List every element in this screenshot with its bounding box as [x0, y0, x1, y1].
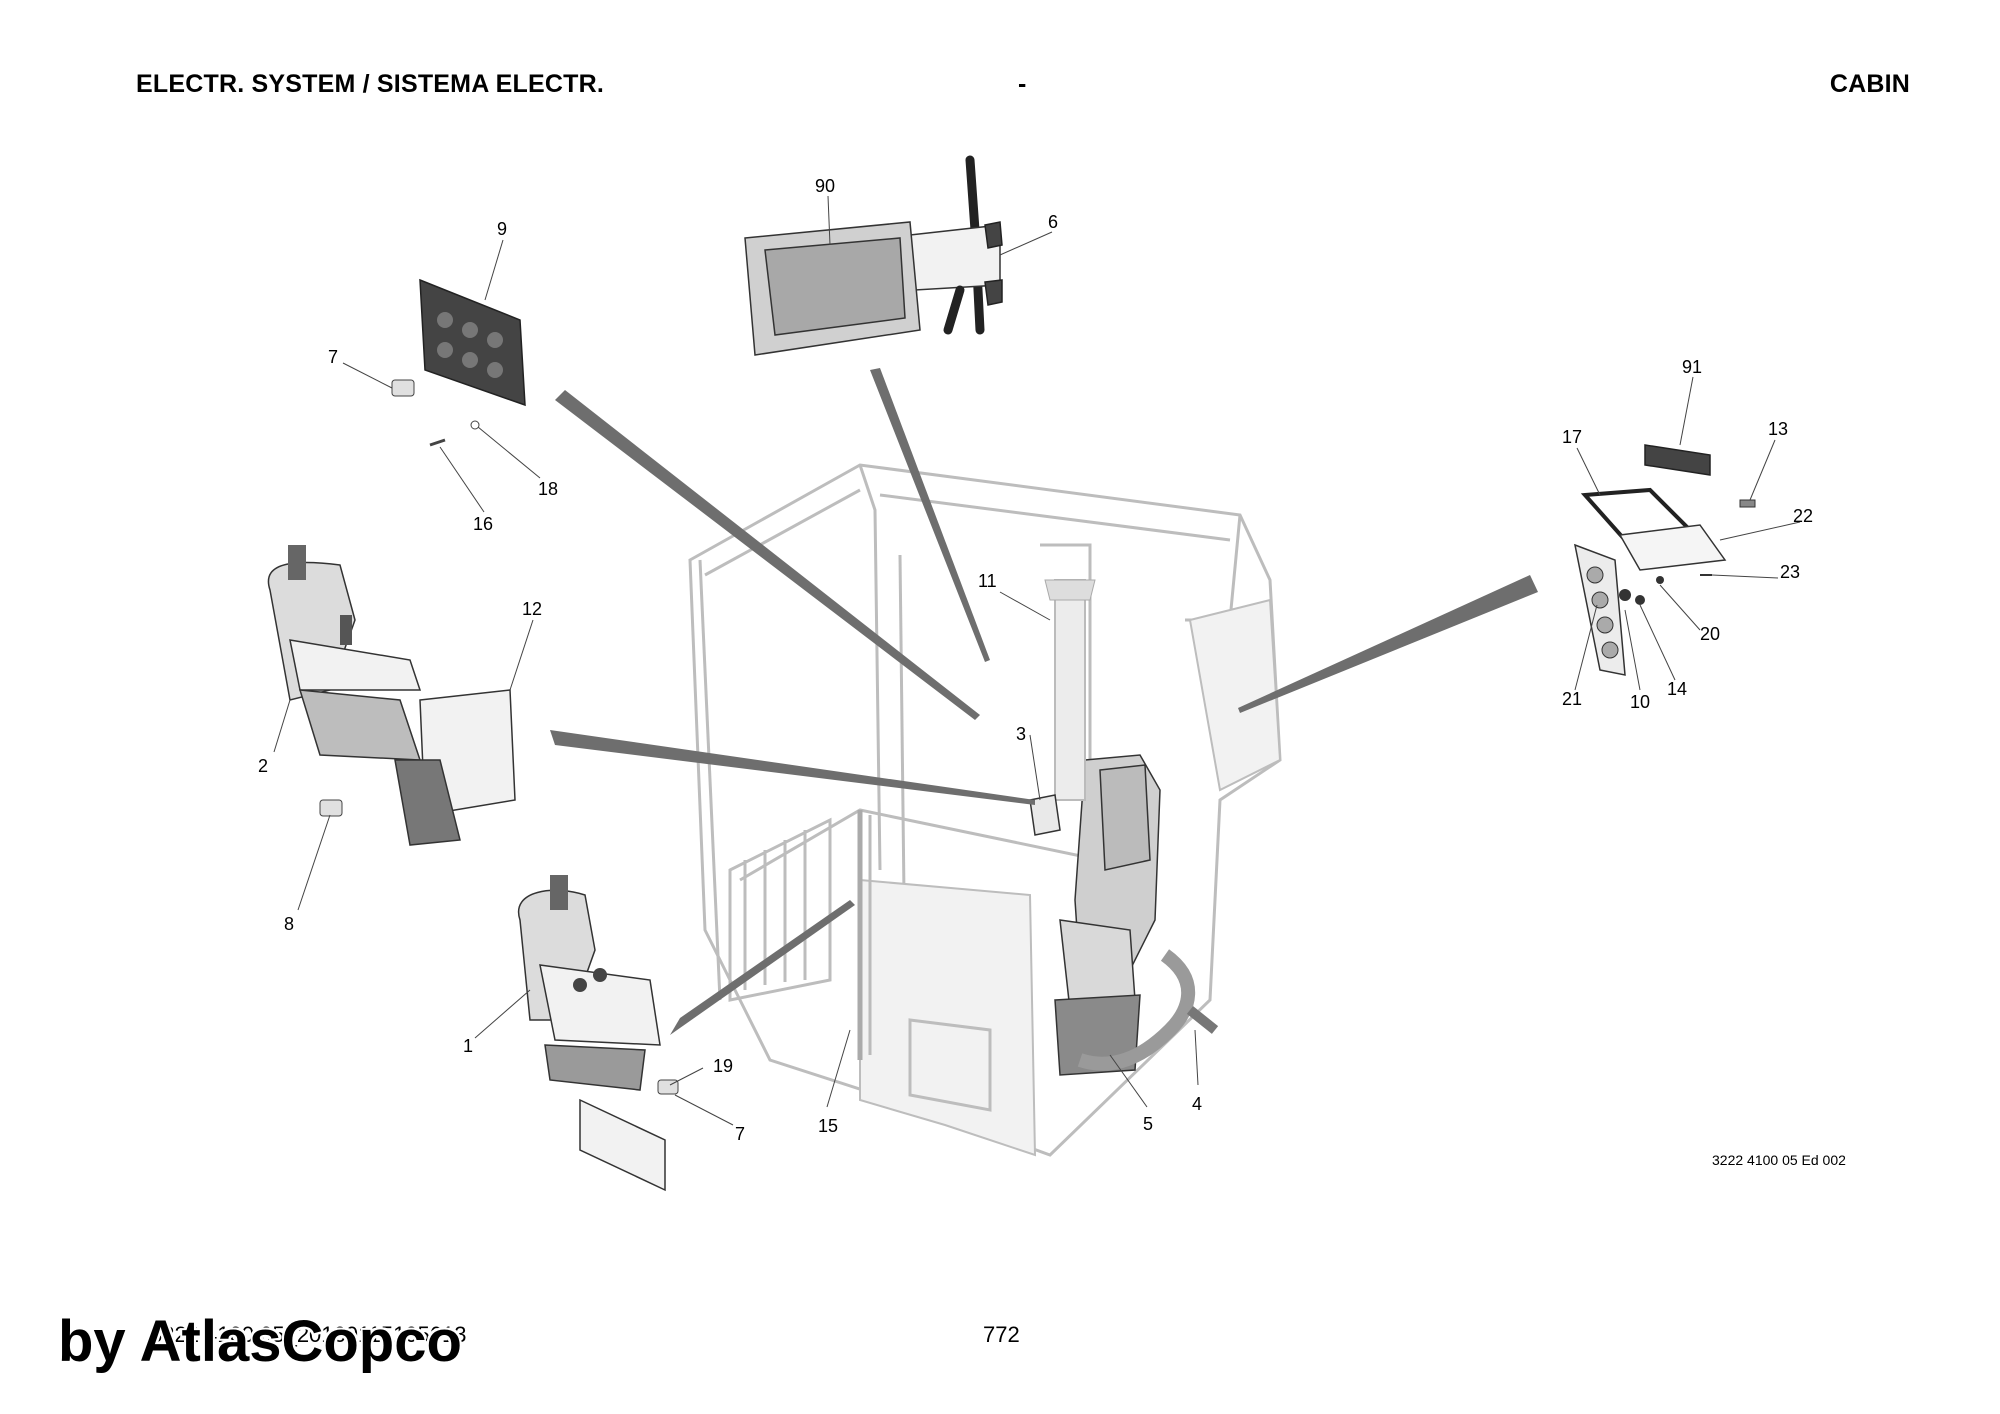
section-separator: - — [1018, 70, 1027, 98]
callout-21: 21 — [1562, 689, 1582, 709]
callout-2: 2 — [258, 756, 268, 776]
callout-labels: 90 6 9 7 18 16 12 2 8 11 3 91 17 13 22 2… — [258, 176, 1813, 1144]
callout-15: 15 — [818, 1116, 838, 1136]
callout-12: 12 — [522, 599, 542, 619]
document-id: 3222 4100 05_20160115105613 — [150, 1322, 467, 1347]
drawing-code: 3222 4100 05 Ed 002 — [1712, 1152, 1846, 1168]
callout-9: 9 — [497, 219, 507, 239]
callout-8: 8 — [284, 914, 294, 934]
section-title: ELECTR. SYSTEM / SISTEMA ELECTR. — [136, 70, 605, 98]
cabin-frame — [688, 463, 1282, 1157]
leader-lines — [273, 195, 1801, 1126]
callout-20: 20 — [1700, 624, 1720, 644]
callout-1: 1 — [463, 1036, 473, 1056]
callout-14: 14 — [1667, 679, 1687, 699]
callout-11: 11 — [978, 571, 997, 591]
joystick-console-1 — [517, 875, 679, 1192]
watermark: by AtlasCopco — [58, 1309, 462, 1374]
callout-18: 18 — [538, 479, 558, 499]
callout-6: 6 — [1048, 212, 1058, 232]
section-subtitle: CABIN — [1829, 70, 1910, 98]
callout-4: 4 — [1192, 1094, 1202, 1114]
callout-90: 90 — [815, 176, 835, 196]
callout-10: 10 — [1630, 692, 1650, 712]
callout-23: 23 — [1780, 562, 1800, 582]
display-unit-90 — [744, 155, 1003, 356]
callout-17: 17 — [1562, 427, 1582, 447]
callout-3: 3 — [1016, 724, 1026, 744]
pointer-rays — [550, 368, 1538, 1035]
control-module-9 — [391, 278, 526, 447]
page-number: 772 — [983, 1322, 1020, 1347]
callout-7: 7 — [328, 347, 338, 367]
switch-panel-group — [1573, 444, 1756, 676]
callout-13: 13 — [1768, 419, 1788, 439]
callout-19: 19 — [713, 1056, 733, 1076]
callout-91: 91 — [1682, 357, 1702, 377]
callout-22: 22 — [1793, 506, 1813, 526]
callout-16: 16 — [473, 514, 493, 534]
callout-5: 5 — [1143, 1114, 1153, 1134]
joystick-console-2 — [267, 545, 516, 846]
callout-7b: 7 — [735, 1124, 745, 1144]
